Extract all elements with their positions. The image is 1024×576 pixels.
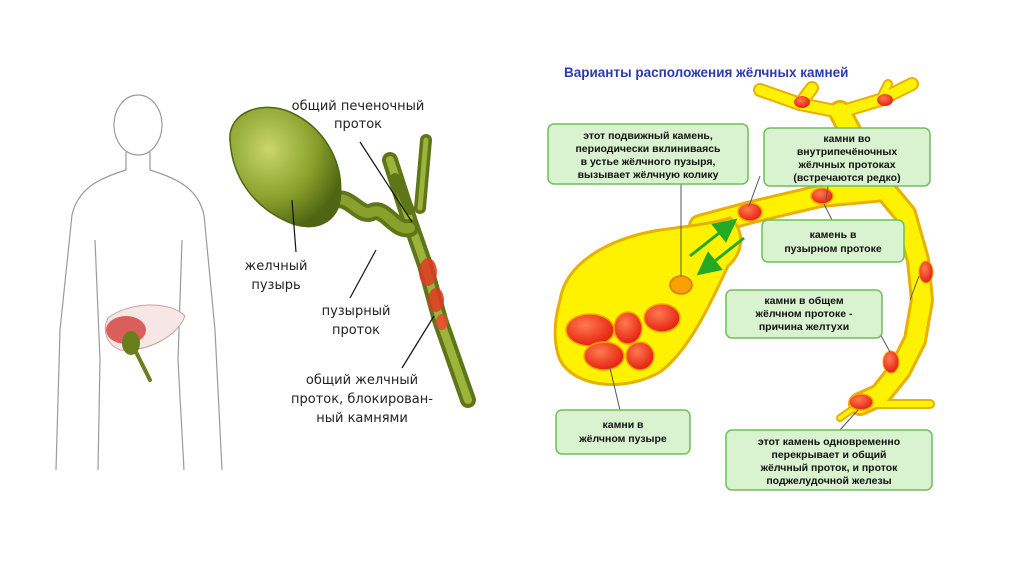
label-line: пузырь — [251, 278, 300, 293]
label-common-bile-duct: общий желчный проток, блокирован- ный ка… — [291, 373, 433, 426]
box-line: жёлчном пузыре — [578, 433, 667, 445]
box-line: вызывает жёлчную колику — [578, 169, 719, 181]
stone — [882, 350, 900, 374]
stone — [794, 96, 810, 108]
box-line: жёлчный проток, и проток — [760, 462, 899, 474]
label-common-hepatic-duct: общий печеночный проток — [292, 99, 425, 132]
box-line: (встречаются редко) — [793, 172, 900, 184]
label-line: пузырный — [322, 304, 391, 319]
box-pancreatic: этот камень одновременно перекрывает и о… — [725, 429, 933, 491]
label-line: общий печеночный — [292, 99, 425, 114]
stone — [918, 260, 934, 284]
gallstones — [565, 94, 934, 411]
label-line: желчный — [245, 259, 308, 274]
box-line: перекрывает и общий — [771, 449, 886, 461]
movement-arrows — [689, 218, 745, 276]
box-line: этот подвижный камень, — [583, 130, 713, 142]
box-cystic: камень в пузырном протоке — [761, 219, 905, 263]
label-line: ный камнями — [316, 411, 408, 426]
box-intrahepatic: камни во внутрипечёночных жёлчных проток… — [763, 127, 931, 187]
box-line: жёлчных протоках — [797, 159, 895, 171]
label-line: общий желчный — [306, 373, 418, 388]
box-line: камни в общем — [764, 295, 843, 307]
label-line: проток — [332, 323, 380, 338]
box-line: камни в — [602, 419, 644, 431]
box-line: жёлчном протоке - — [755, 308, 853, 320]
body-silhouette — [55, 94, 223, 471]
stone — [613, 311, 643, 345]
box-line: в устье жёлчного пузыря, — [581, 156, 716, 168]
right-leaders — [609, 175, 920, 431]
box-line: пузырном протоке — [784, 243, 882, 255]
liver-small — [104, 304, 186, 382]
box-line: внутрипечёночных — [797, 146, 898, 158]
stone — [877, 94, 893, 106]
label-line: проток, блокирован- — [291, 392, 433, 407]
diagram-title: Варианты расположения жёлчных камней — [564, 65, 848, 80]
stone — [737, 202, 763, 222]
stone — [625, 341, 655, 371]
stone — [565, 313, 615, 347]
box-line: причина желтухи — [759, 321, 849, 333]
stone — [583, 341, 625, 371]
box-mobile-stone: этот подвижный камень, периодически вкли… — [547, 123, 749, 185]
blocked-stones — [419, 258, 448, 330]
box-line: этот камень одновременно — [758, 436, 900, 448]
left-leaders — [291, 141, 435, 369]
label-gallbladder: желчный пузырь — [245, 259, 308, 293]
box-common-duct: камни в общем жёлчном протоке - причина … — [725, 289, 883, 339]
box-line: камни во — [823, 133, 870, 145]
box-gallbladder: камни в жёлчном пузыре — [555, 409, 691, 455]
stone — [810, 187, 834, 205]
mobile-stone — [669, 275, 693, 295]
box-line: периодически вклиниваясь — [575, 143, 721, 155]
box-line: камень в — [810, 229, 857, 241]
box-line: поджелудочной железы — [766, 475, 891, 487]
stone — [643, 303, 681, 333]
label-line: проток — [334, 117, 382, 132]
gallbladder-illustration — [229, 106, 476, 408]
stone — [848, 393, 874, 411]
label-cystic-duct: пузырный проток — [322, 304, 391, 338]
